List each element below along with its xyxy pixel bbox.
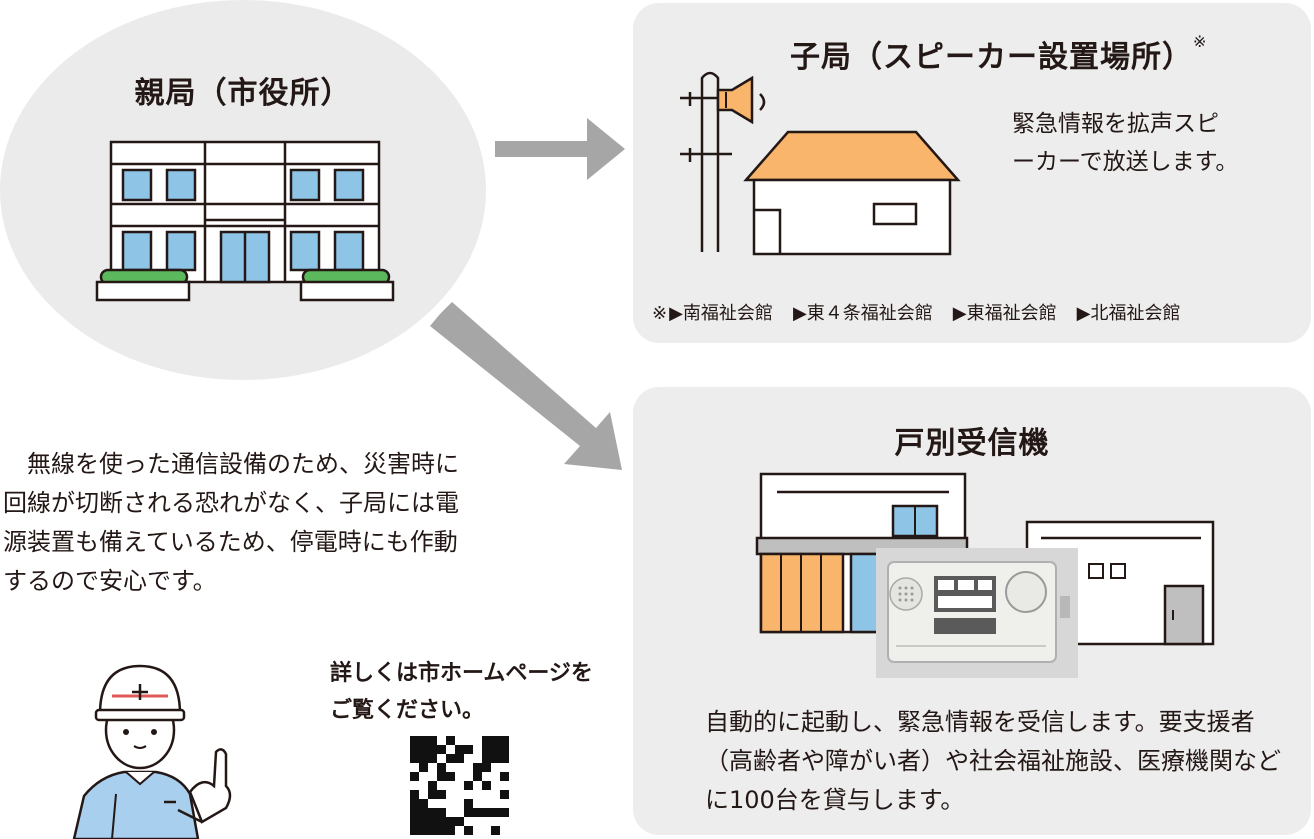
location-east-4jo: ▶東４条福祉会館 bbox=[792, 303, 933, 324]
radio-receiver-icon bbox=[876, 548, 1078, 678]
location-south: ▶南福祉会館 bbox=[669, 303, 773, 324]
worker-icon bbox=[72, 664, 232, 839]
location-east: ▶東福祉会館 bbox=[952, 303, 1057, 324]
city-hall-building-icon bbox=[95, 140, 395, 302]
arrow-down-right-icon bbox=[430, 302, 622, 470]
arrow-right-icon bbox=[495, 118, 625, 180]
receiver-description: 自動的に起動し、緊急情報を受信します。要支援者（高齢者や障がい者）や社会福祉施設… bbox=[705, 708, 1281, 814]
child-station-description: 緊急情報を拡声スピーカーで放送します。 bbox=[1012, 111, 1239, 175]
child-station-title: 子局（スピーカー設置場所）※ bbox=[790, 32, 1207, 76]
intro-text: 無線を使った通信設備のため、災害時に回線が切断される恐れがなく、子局には電源装置… bbox=[3, 450, 459, 595]
more-info-text: 詳しくは市ホームページをご覧ください。 bbox=[330, 661, 593, 723]
location-north: ▶北福祉会館 bbox=[1076, 303, 1181, 324]
child-station-title-mark: ※ bbox=[1193, 32, 1208, 51]
speaker-pole-icon bbox=[680, 71, 766, 252]
house-icon bbox=[743, 130, 961, 256]
parent-station-title: 親局（市役所） bbox=[134, 76, 352, 111]
location-note: ※▶南福祉会館 ▶東４条福祉会館 ▶東福祉会館 ▶北福祉会館 bbox=[652, 299, 1180, 325]
receiver-title: 戸別受信機 bbox=[894, 426, 1050, 461]
qr-code-icon[interactable] bbox=[410, 736, 509, 835]
child-station-title-text: 子局（スピーカー設置場所） bbox=[790, 40, 1193, 75]
child-station-panel bbox=[633, 3, 1311, 343]
note-prefix: ※ bbox=[652, 303, 668, 324]
